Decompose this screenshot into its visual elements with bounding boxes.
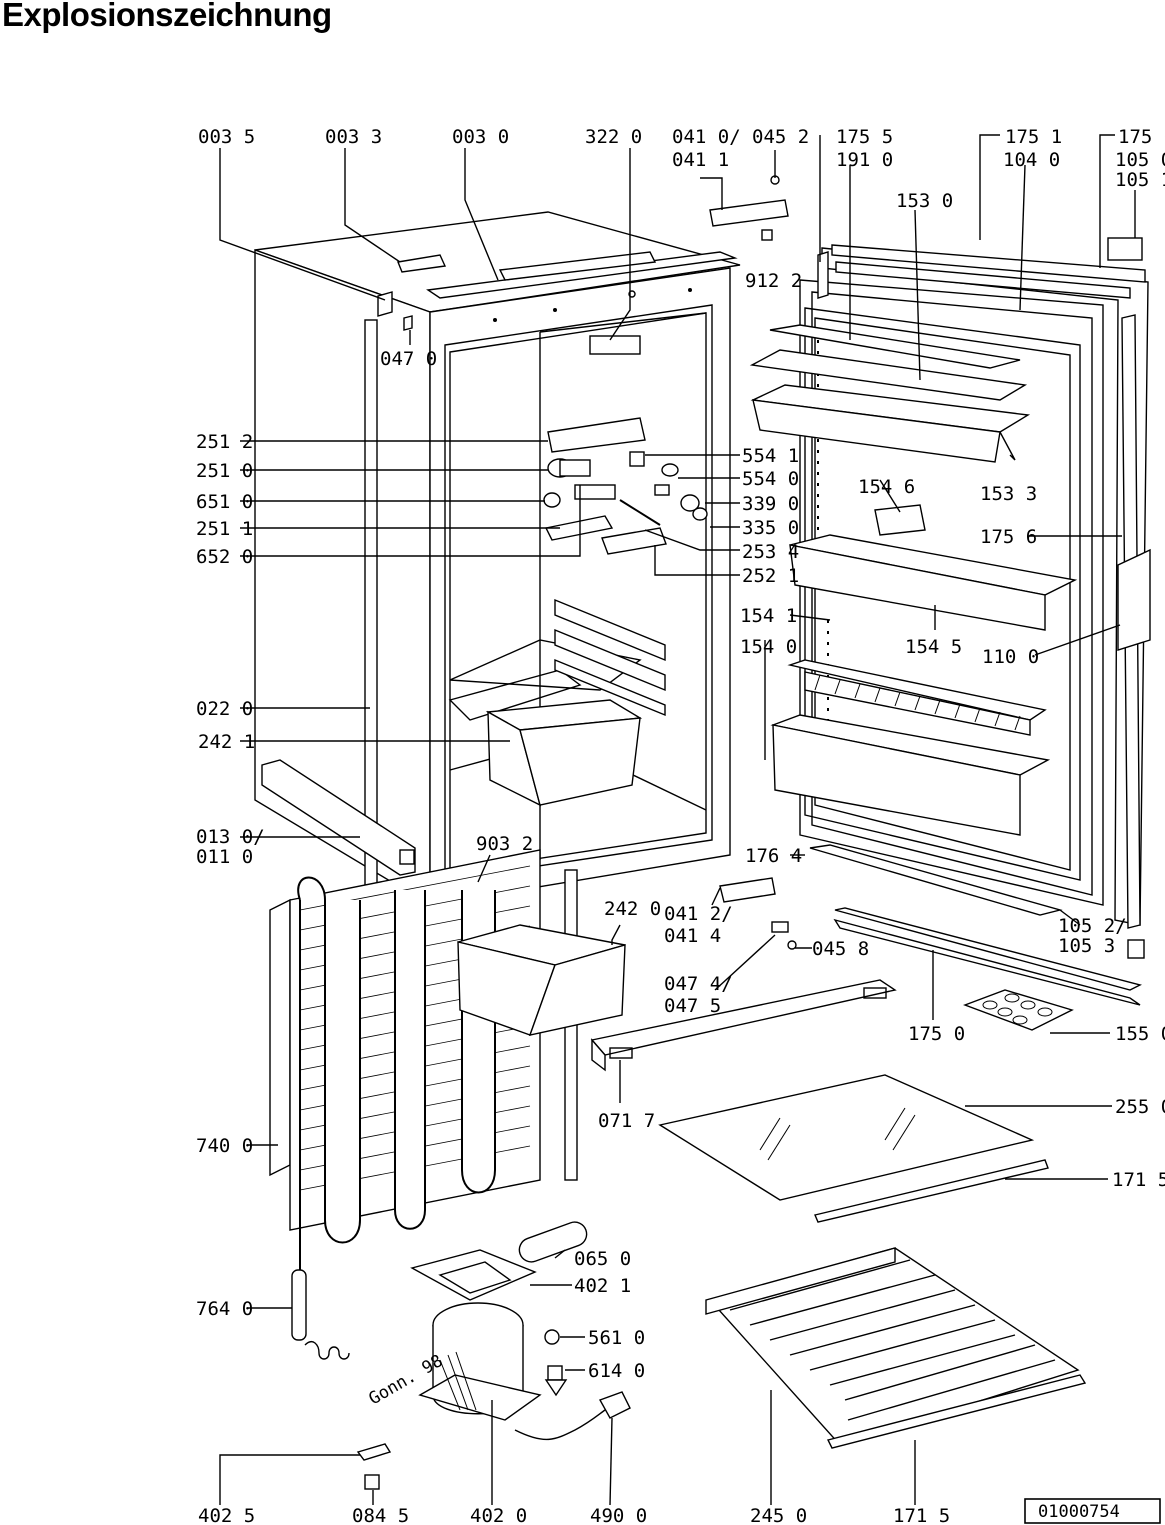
part-label-0035: 003 5	[198, 126, 255, 148]
part-label-1750-top: 175 0	[1118, 126, 1165, 148]
door-rail-hatched	[787, 659, 1047, 736]
compressor: Gonn. 98	[366, 1302, 542, 1421]
part-label-0412: 041 2/	[664, 903, 733, 925]
part-label-1545: 154 5	[905, 636, 962, 658]
part-label-2512: 251 2	[196, 431, 253, 453]
part-label-3390: 339 0	[742, 493, 799, 515]
part-label-0033: 003 3	[325, 126, 382, 148]
part-label-1050: 105 0/	[1115, 149, 1165, 171]
vegetable-crisper-lower	[457, 924, 626, 1036]
part-label-0220: 022 0	[196, 698, 253, 720]
compressor-bracket	[410, 1249, 537, 1301]
door-shelf-middle	[789, 504, 1078, 631]
part-label-1540: 154 0	[740, 636, 797, 658]
part-label-1750-bottom: 175 0	[908, 1023, 965, 1045]
part-label-0650: 065 0	[574, 1248, 631, 1270]
part-label-0414: 041 4	[664, 925, 721, 947]
part-label-1764: 176 4	[745, 845, 802, 867]
part-label-0452: 045 2	[752, 126, 809, 148]
part-label-1715-wire: 171 5	[893, 1505, 950, 1525]
part-label-0845: 084 5	[352, 1505, 409, 1525]
part-label-0717: 071 7	[598, 1110, 655, 1132]
part-label-4025: 402 5	[198, 1505, 255, 1525]
vegetable-crisper-upper	[485, 699, 643, 807]
part-label-5610: 561 0	[588, 1327, 645, 1349]
part-label-1541: 154 1	[740, 605, 797, 627]
door-shelf-top-cover	[749, 324, 1028, 401]
part-label-1040: 104 0	[1003, 149, 1060, 171]
part-label-4020: 402 0	[470, 1505, 527, 1525]
part-label-2534: 253 4	[742, 541, 799, 563]
part-label-0470: 047 0	[380, 348, 437, 370]
part-label-1715-glass: 171 5	[1112, 1169, 1165, 1191]
part-label-3220: 322 0	[585, 126, 642, 148]
part-label-2511: 251 1	[196, 518, 253, 540]
part-label-1053: 105 3	[1058, 935, 1115, 957]
part-label-2550: 255 0	[1115, 1096, 1165, 1118]
part-label-3350: 335 0	[742, 517, 799, 539]
lower-hinge	[719, 877, 797, 950]
glass-shelf-trim	[814, 1159, 1049, 1223]
part-label-6140: 614 0	[588, 1360, 645, 1382]
part-label-0110: 011 0	[196, 846, 253, 868]
part-label-5540: 554 0	[742, 468, 799, 490]
page-title: Explosionszeichnung	[2, 0, 332, 33]
part-label-0411: 041 1	[672, 149, 729, 171]
part-label-7400: 740 0	[196, 1135, 253, 1157]
part-label-0474: 047 4/	[664, 973, 733, 995]
part-label-5541: 554 1	[742, 445, 799, 467]
lower-front-trim	[261, 759, 416, 876]
part-labels: 003 5 003 3 003 0 322 0 041 0/ 041 1 045…	[196, 126, 1165, 1525]
part-label-2510: 251 0	[196, 460, 253, 482]
part-label-2420: 242 0	[604, 898, 661, 920]
part-label-1100: 110 0	[982, 646, 1039, 668]
part-label-9032: 903 2	[476, 833, 533, 855]
door-shelf-upper	[750, 384, 1031, 463]
egg-tray	[963, 989, 1074, 1031]
part-label-0475: 047 5	[664, 995, 721, 1017]
document-number-box: 01000754	[1024, 1498, 1161, 1524]
upper-hinge	[709, 175, 789, 241]
part-label-1550: 155 0	[1115, 1023, 1165, 1045]
part-label-0458: 045 8	[812, 938, 869, 960]
foot-parts	[356, 1443, 392, 1490]
part-label-1052: 105 2/	[1058, 915, 1127, 937]
part-label-1755: 175 5	[836, 126, 893, 148]
part-label-1751: 175 1	[1005, 126, 1062, 148]
thermostat-housing	[543, 335, 708, 555]
part-label-6520: 652 0	[196, 546, 253, 568]
part-label-4021: 402 1	[574, 1275, 631, 1297]
part-label-0410: 041 0/	[672, 126, 741, 148]
part-label-1910: 191 0	[836, 149, 893, 171]
part-label-2450: 245 0	[750, 1505, 807, 1525]
part-label-2521: 252 1	[742, 565, 799, 587]
document-number: 01000754	[1038, 1502, 1120, 1522]
kick-plate	[590, 979, 897, 1072]
leader-lines	[219, 134, 1136, 1506]
condenser	[269, 849, 578, 1270]
door-shelf-bottom	[770, 714, 1051, 836]
wire-shelf	[705, 1247, 1080, 1446]
part-label-1756: 175 6	[980, 526, 1037, 548]
wire-shelf-trim	[826, 1374, 1087, 1449]
start-capacitor	[518, 1221, 588, 1263]
part-label-7640: 764 0	[196, 1298, 253, 1320]
power-cord	[514, 1391, 631, 1441]
drier-filter	[291, 1269, 350, 1360]
part-label-9122: 912 2	[745, 270, 802, 292]
relay-parts	[544, 1329, 568, 1397]
part-label-4900: 490 0	[590, 1505, 647, 1525]
part-label-0130: 013 0/	[196, 826, 265, 848]
part-label-1051: 105 1	[1115, 169, 1165, 191]
part-label-6510: 651 0	[196, 491, 253, 513]
part-label-2421: 242 1	[198, 731, 255, 753]
part-label-1546: 154 6	[858, 476, 915, 498]
part-label-1530: 153 0	[896, 190, 953, 212]
glass-shelf	[658, 1074, 1035, 1201]
part-label-0030: 003 0	[452, 126, 509, 148]
part-label-1533: 153 3	[980, 483, 1037, 505]
